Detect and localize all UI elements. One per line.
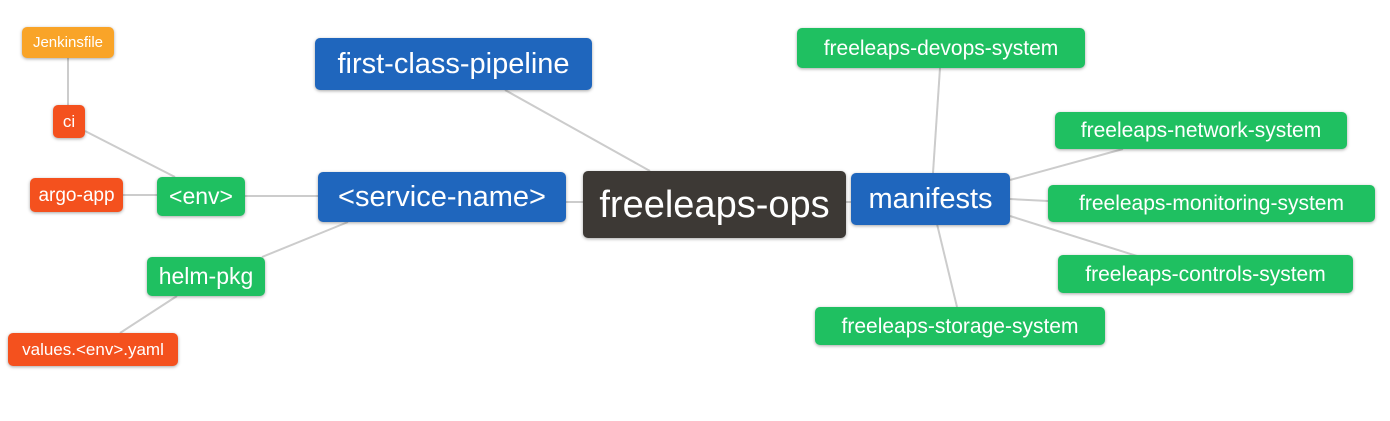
node-label: freeleaps-storage-system: [841, 314, 1079, 338]
node-label: manifests: [868, 182, 993, 215]
edge-service-name-to-helm-pkg: [261, 221, 349, 258]
node-label: ci: [62, 112, 76, 131]
node-label: argo-app: [38, 184, 115, 206]
node-label: values.<env>.yaml: [22, 340, 164, 359]
node-first-class-pipeline[interactable]: first-class-pipeline: [315, 38, 592, 90]
node-label: freeleaps-controls-system: [1085, 262, 1326, 286]
node-label: first-class-pipeline: [337, 47, 570, 80]
node-freeleaps-monitoring-system[interactable]: freeleaps-monitoring-system: [1048, 185, 1375, 222]
edge-manifests-to-freeleaps-controls-system: [1009, 215, 1138, 257]
node-label: freeleaps-monitoring-system: [1079, 192, 1344, 215]
edge-manifests-to-freeleaps-network-system: [1009, 148, 1124, 181]
node-helm-pkg[interactable]: helm-pkg: [147, 257, 265, 296]
edge-manifests-to-freeleaps-storage-system: [936, 223, 958, 308]
node-label: helm-pkg: [158, 263, 254, 289]
edge-manifests-to-freeleaps-devops-system: [932, 67, 941, 174]
node-values-env-yaml[interactable]: values.<env>.yaml: [8, 333, 178, 366]
node-manifests[interactable]: manifests: [851, 173, 1010, 225]
node-label: <env>: [169, 183, 233, 209]
node-label: Jenkinsfile: [32, 34, 104, 51]
node-label: freeleaps-devops-system: [823, 36, 1059, 60]
node-freeleaps-ops[interactable]: freeleaps-ops: [583, 171, 846, 238]
edge-manifests-to-freeleaps-monitoring-system: [1009, 198, 1049, 202]
node-freeleaps-controls-system[interactable]: freeleaps-controls-system: [1058, 255, 1353, 293]
node-freeleaps-network-system[interactable]: freeleaps-network-system: [1055, 112, 1347, 149]
edge-first-class-pipeline-to-freeleaps-ops: [504, 89, 651, 172]
node-argo-app[interactable]: argo-app: [30, 178, 123, 212]
node-freeleaps-devops-system[interactable]: freeleaps-devops-system: [797, 28, 1085, 68]
node-freeleaps-storage-system[interactable]: freeleaps-storage-system: [815, 307, 1105, 345]
node-jenkinsfile[interactable]: Jenkinsfile: [22, 27, 114, 58]
node-label: <service-name>: [338, 180, 546, 213]
node-label: freeleaps-network-system: [1080, 119, 1322, 142]
node-env[interactable]: <env>: [157, 177, 245, 216]
node-ci[interactable]: ci: [53, 105, 85, 138]
edge-ci-to-env: [84, 130, 176, 178]
edge-helm-pkg-to-values-env-yaml: [119, 295, 178, 334]
node-service-name[interactable]: <service-name>: [318, 172, 566, 222]
node-label: freeleaps-ops: [599, 183, 830, 226]
